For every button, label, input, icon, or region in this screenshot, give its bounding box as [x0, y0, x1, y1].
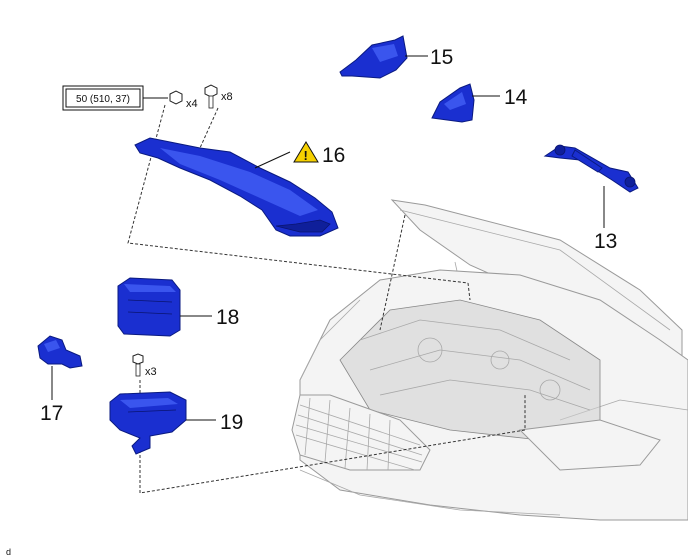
part-15: 15: [339, 35, 453, 79]
bolt-quantity-19: x3: [145, 366, 157, 378]
grille-pattern: [295, 397, 423, 471]
part-16: ! 16: [134, 137, 345, 237]
figure-code: d: [6, 547, 11, 557]
part-19: x3 19: [109, 353, 243, 455]
vehicle-illustration: [291, 199, 688, 521]
part-18: 18: [117, 277, 239, 337]
part-13: 13: [543, 144, 639, 253]
nut-fastener: x4: [169, 90, 198, 110]
bolt-icon: [204, 84, 218, 109]
nut-icon: [169, 90, 183, 105]
callout-17: 17: [40, 402, 63, 425]
nut-quantity: x4: [186, 98, 198, 110]
callout-14: 14: [504, 86, 528, 109]
callout-16: 16: [322, 144, 345, 167]
callout-13: 13: [594, 230, 617, 253]
bolt-icon: [132, 353, 144, 377]
part-14: 14: [431, 83, 528, 123]
callout-15: 15: [430, 46, 453, 69]
part-17: 17: [37, 335, 83, 425]
bolt-quantity-top: x8: [221, 91, 233, 103]
bolt-fastener-top: x8: [204, 84, 233, 109]
svg-text:!: !: [304, 148, 308, 163]
torque-spec-text: 50 (510, 37): [76, 94, 130, 105]
callout-18: 18: [216, 306, 239, 329]
warning-triangle-icon: !: [293, 141, 319, 163]
callout-19: 19: [220, 411, 243, 434]
torque-spec-box: 50 (510, 37): [62, 85, 168, 111]
